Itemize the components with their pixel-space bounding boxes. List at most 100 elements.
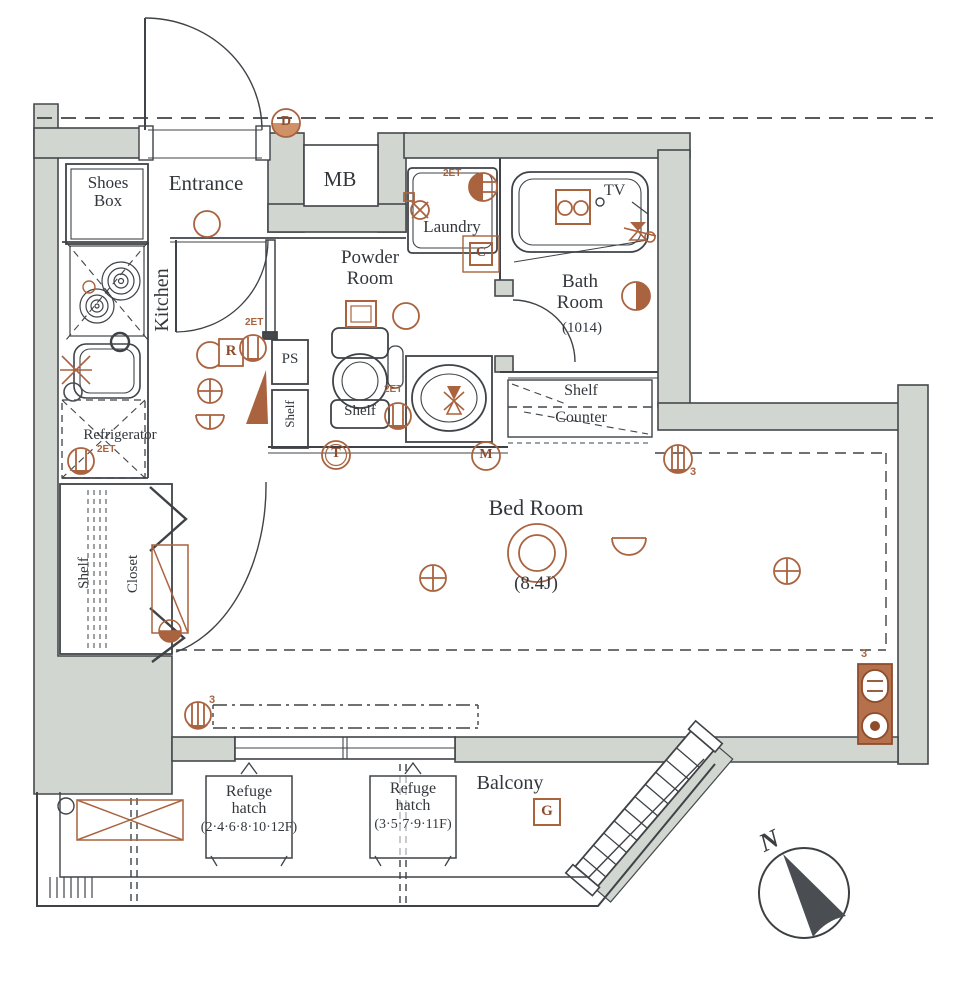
label-laundry: Laundry <box>423 217 481 236</box>
label-counter: Counter <box>555 409 607 426</box>
wall-bath-jamb-bottom <box>494 355 514 373</box>
label-toilet-shelf: Shelf <box>344 403 376 419</box>
closet-door-fold-bottom <box>149 607 186 663</box>
label-2et-range: 2ET <box>245 317 264 328</box>
label-ps: PS <box>281 351 299 367</box>
kitchen-counter <box>61 241 149 479</box>
closet-door-fold-top <box>149 486 188 552</box>
balcony-outline <box>36 758 716 907</box>
range-controller <box>196 334 268 424</box>
ps-box <box>271 339 309 385</box>
toilet-shelf-box <box>330 399 390 429</box>
electrical-symbols <box>60 108 893 841</box>
label-counter-shelf: Shelf <box>564 382 598 399</box>
stove-burners <box>79 261 141 324</box>
pipe-dashed-lines <box>130 764 407 906</box>
basin-faucet <box>443 386 465 415</box>
ac-wall-unit <box>151 544 189 643</box>
marker-d: D <box>280 114 292 129</box>
laundry-symbols <box>403 172 498 220</box>
label-kitchen: Kitchen <box>151 268 174 332</box>
balcony-drain-grille <box>49 877 93 898</box>
outlet-2et-kitchen <box>67 447 95 475</box>
bath-tv-panel <box>555 189 649 225</box>
g-box <box>533 798 561 826</box>
bath-door <box>512 299 576 363</box>
label-closet: Closet <box>124 554 141 594</box>
wall-right-upper <box>657 149 691 408</box>
refuge-hatch-boxes <box>205 761 457 867</box>
bedroom-wall-light <box>611 537 647 556</box>
closet <box>59 483 188 663</box>
upper-hatch-outline <box>212 704 479 729</box>
kitchen-faucet <box>60 280 96 402</box>
doorbell-symbol <box>271 108 301 138</box>
label-powder-room: Powder Room <box>340 247 400 289</box>
wash-basin <box>405 355 493 443</box>
wall-bath-jamb-top <box>494 279 514 297</box>
mb-niche <box>303 144 379 207</box>
bathtub <box>499 158 658 379</box>
label-bedroom: Bed Room <box>488 495 584 520</box>
bedroom-outlets <box>419 557 801 592</box>
label-shoes-box: Shoes Box <box>87 173 129 211</box>
shoes-box <box>65 163 149 245</box>
bedroom-ceiling-light <box>507 523 567 583</box>
outlet-2et-powder <box>384 402 412 430</box>
label-3-balcony: 3 <box>209 694 216 706</box>
wall-left <box>33 103 173 795</box>
riser-triangle <box>246 370 268 424</box>
powder-light <box>392 302 420 330</box>
compass <box>758 847 850 939</box>
laundry-space <box>407 167 498 254</box>
label-refuge-floors-2: (3·5·7·9·11F) <box>374 817 452 832</box>
entrance-door <box>138 17 271 161</box>
label-bedroom-size: (8.4J) <box>514 573 558 594</box>
outlet-3-balcony <box>184 701 212 730</box>
marker-g: G <box>541 803 553 819</box>
bath-faucet <box>623 222 657 243</box>
c-box <box>462 235 500 273</box>
outlet-3-counter <box>663 444 693 474</box>
wall-mb-bottom <box>267 203 407 233</box>
label-entrance: Entrance <box>168 171 244 195</box>
marker-t: T <box>331 446 341 461</box>
marker-c: C <box>475 245 487 260</box>
wall-top-left <box>33 127 149 159</box>
label-closet-shelf: Shelf <box>75 557 92 589</box>
bath-downlight <box>621 281 651 311</box>
t-m-circles <box>321 440 501 471</box>
balcony-window <box>234 736 456 760</box>
label-3-wall: 3 <box>861 648 868 660</box>
label-refuge-floors-1: (2·4·6·8·10·12F) <box>200 820 298 835</box>
marker-m: M <box>479 447 493 462</box>
balcony-drain <box>57 797 75 815</box>
refrigerator-space <box>61 399 146 479</box>
label-ps-shelf: Shelf <box>281 400 297 428</box>
bedroom-door <box>175 481 267 653</box>
wall-top-right <box>403 132 691 159</box>
label-bath-size: (1014) <box>562 320 602 336</box>
label-bath-room: Bath Room <box>556 271 604 313</box>
label-refuge-hatch-1: Refuge hatch <box>225 783 273 818</box>
wall-sill-left <box>171 736 236 762</box>
label-tv: TV <box>604 182 626 199</box>
wall-outlet-stack <box>857 663 893 745</box>
label-refuge-hatch-2: Refuge hatch <box>389 780 437 815</box>
interior-lines <box>36 17 933 907</box>
label-2et-laundry: 2ET <box>443 168 462 179</box>
corridor-lights <box>195 378 225 430</box>
toilet-cistern <box>345 300 377 328</box>
label-3-counter: 3 <box>690 466 697 478</box>
label-mb: MB <box>323 167 357 191</box>
entrance-light <box>193 210 221 238</box>
ac-outdoor-unit <box>76 799 184 841</box>
label-refrigerator: Refrigerator <box>83 427 157 443</box>
marker-r: R <box>225 343 237 359</box>
shelf-counter <box>507 379 653 444</box>
wall-right <box>897 384 929 765</box>
powder-door <box>175 239 278 340</box>
wall-mid-band <box>657 402 901 431</box>
